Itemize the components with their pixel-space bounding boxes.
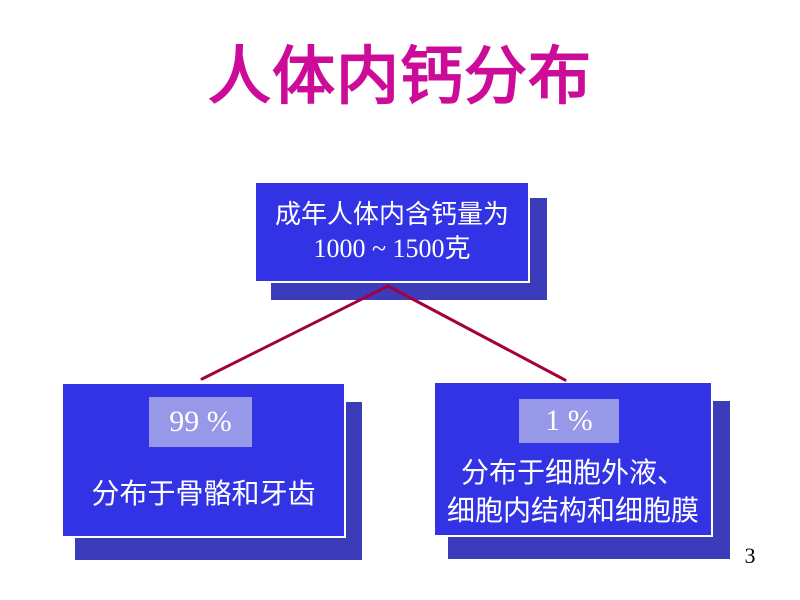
root-box-text-line1: 成年人体内含钙量为 bbox=[274, 200, 509, 229]
bones-teeth-label: 分布于骨骼和牙齿 bbox=[91, 479, 316, 510]
connector-line-right bbox=[386, 284, 567, 382]
percentage-badge-99: 99 % bbox=[149, 397, 252, 447]
cells-label-line1: 分布于细胞外液、 bbox=[460, 458, 685, 489]
bones-teeth-box-face: 99 % 分布于骨骼和牙齿 bbox=[61, 382, 346, 538]
cells-label: 分布于细胞外液、 细胞内结构和细胞膜 bbox=[435, 455, 711, 531]
root-box: 成年人体内含钙量为 1000 ~ 1500克 bbox=[254, 181, 547, 300]
root-box-text-line2: 1000 ~ 1500克 bbox=[313, 234, 471, 263]
slide-title: 人体内钙分布 bbox=[208, 42, 592, 112]
cells-box: 1 % 分布于细胞外液、 细胞内结构和细胞膜 bbox=[433, 381, 730, 559]
page-number: 3 bbox=[744, 543, 756, 568]
cells-label-line2: 细胞内结构和细胞膜 bbox=[446, 496, 699, 527]
root-box-face: 成年人体内含钙量为 1000 ~ 1500克 bbox=[254, 181, 530, 283]
percentage-badge-1: 1 % bbox=[519, 399, 619, 443]
bones-teeth-box: 99 % 分布于骨骼和牙齿 bbox=[61, 382, 362, 560]
cells-box-face: 1 % 分布于细胞外液、 细胞内结构和细胞膜 bbox=[433, 381, 713, 537]
